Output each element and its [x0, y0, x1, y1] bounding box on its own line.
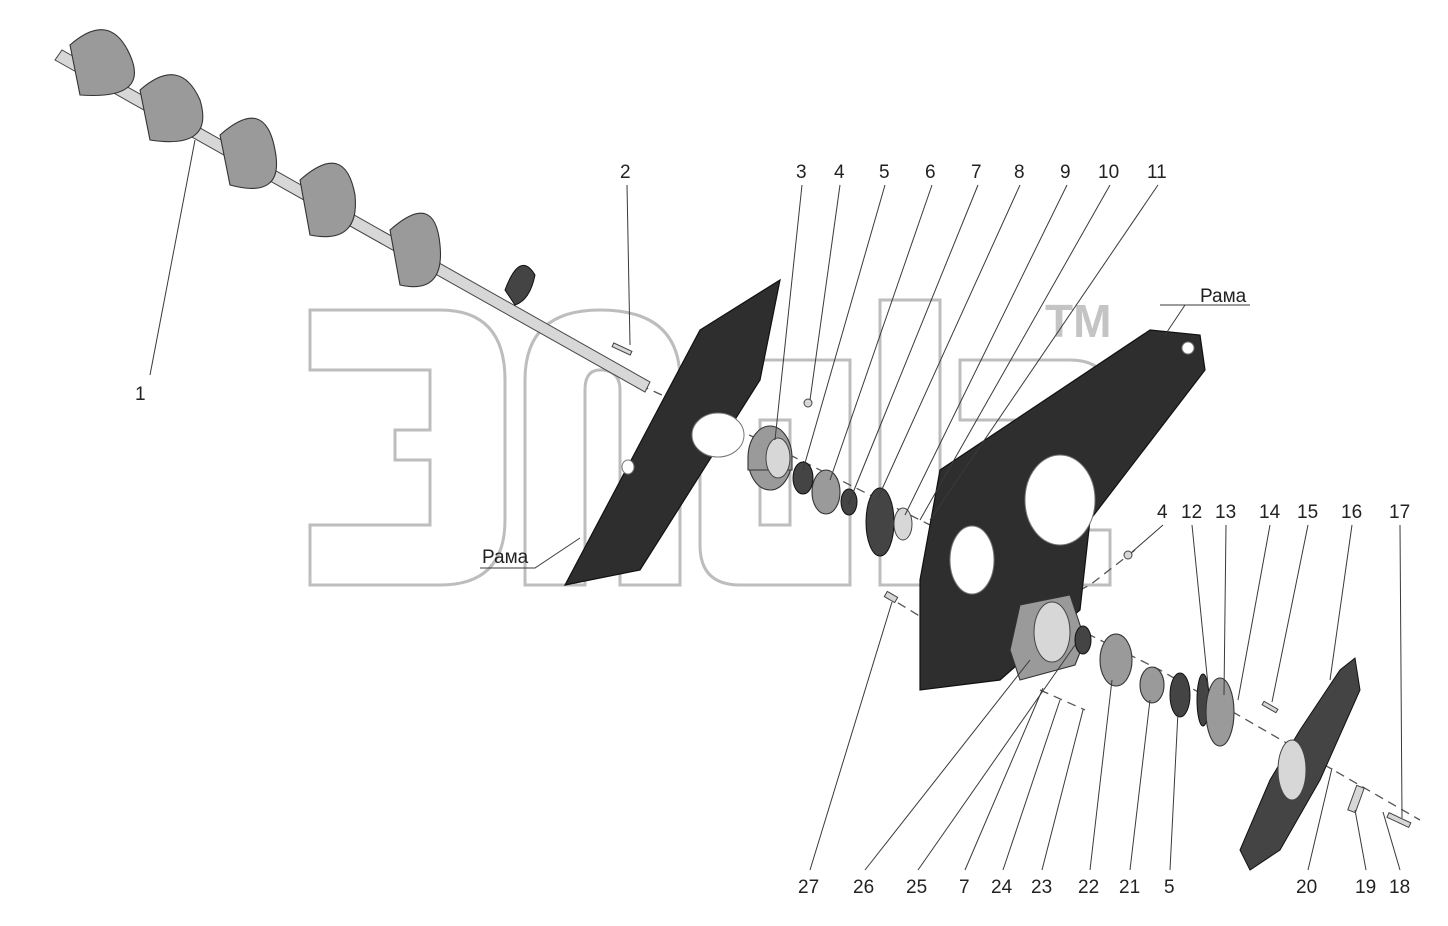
callout-bottom-25: 25: [906, 877, 927, 898]
callout-bottom-27: 27: [798, 877, 819, 898]
callout-right-14: 14: [1259, 502, 1281, 523]
callout-bottom-24: 24: [991, 877, 1013, 898]
right-frame-plate: [919, 329, 1206, 691]
callout-bottom-26: 26: [853, 877, 874, 898]
frame-label-left: Рама: [482, 547, 529, 568]
seal-5-and-12-13: [1169, 672, 1235, 747]
callout-bottom-7: 7: [959, 877, 970, 898]
callout-top-8: 8: [1014, 162, 1025, 183]
bearing-22: [1074, 625, 1133, 687]
seal-rings-5-6: [792, 461, 858, 516]
callout-1: 1: [135, 384, 146, 405]
callout-right-13: 13: [1215, 502, 1236, 523]
bearing-housing-3: [747, 425, 793, 491]
callout-right-16: 16: [1341, 502, 1362, 523]
auger-screw: [54, 29, 651, 393]
callout-top-7: 7: [971, 162, 982, 183]
callout-bottom-20: 20: [1296, 877, 1317, 898]
callout-right-15: 15: [1297, 502, 1318, 523]
retaining-ring-7-9: [865, 487, 913, 557]
callout-right-17: 17: [1389, 502, 1410, 523]
bushing-21: [1139, 666, 1165, 704]
callout-top-2: 2: [620, 162, 631, 183]
frame-label-right: Рама: [1200, 286, 1247, 307]
callout-bottom-5: 5: [1164, 877, 1175, 898]
sprocket-16: [1239, 657, 1361, 871]
left-frame-plate: [563, 278, 781, 586]
callout-top-6: 6: [925, 162, 936, 183]
callout-labels: 1 2 3 4 5 6 7 8 9 10 11 4 12 13 14 15 16…: [135, 162, 1410, 898]
callout-top-4: 4: [834, 162, 845, 183]
callout-bottom-22: 22: [1078, 877, 1099, 898]
callout-bottom-23: 23: [1031, 877, 1052, 898]
callout-right-4: 4: [1157, 502, 1168, 523]
callout-bottom-19: 19: [1355, 877, 1376, 898]
callout-top-9: 9: [1060, 162, 1071, 183]
callout-top-3: 3: [796, 162, 807, 183]
small-fasteners: [611, 342, 1412, 829]
callout-bottom-21: 21: [1119, 877, 1140, 898]
callout-top-5: 5: [879, 162, 890, 183]
callout-top-10: 10: [1098, 162, 1119, 183]
callout-top-11: 11: [1147, 162, 1167, 183]
callout-right-12: 12: [1181, 502, 1202, 523]
flange-housing-26: [1009, 594, 1086, 681]
callout-bottom-18: 18: [1389, 877, 1410, 898]
watermark-trademark: TM: [1045, 295, 1111, 347]
leader-lines: [149, 139, 1403, 871]
